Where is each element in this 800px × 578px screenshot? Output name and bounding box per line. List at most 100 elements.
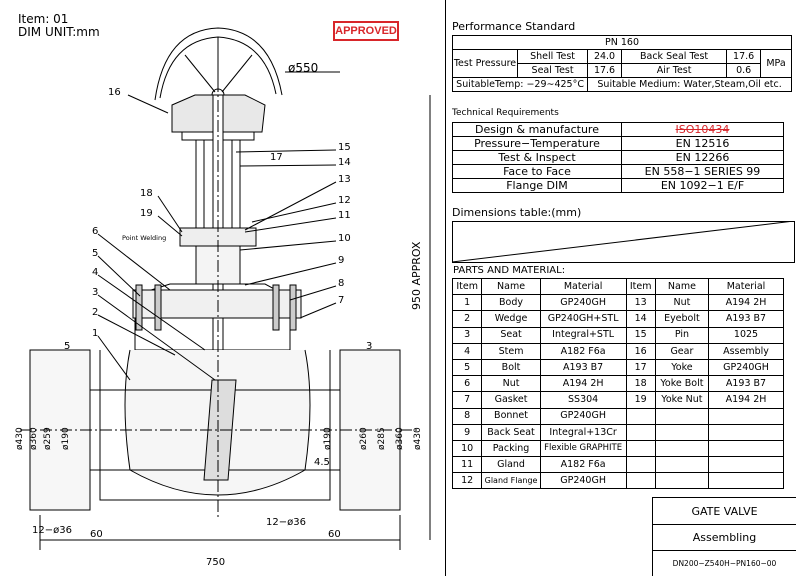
left-dim-label: ø190 — [61, 427, 71, 450]
parts-title: PARTS AND MATERIAL: — [453, 265, 566, 276]
parts-cell: Yoke Nut — [654, 391, 710, 409]
balloon-label: 17 — [270, 152, 283, 163]
handwheel-diameter-label: ø550 — [288, 61, 318, 75]
parts-cell: 4 — [451, 342, 483, 360]
technical-label: Face to Face — [452, 164, 622, 179]
parts-cell: Integral+13Cr — [539, 423, 627, 441]
right-dim-label: ø285 — [377, 427, 387, 450]
parts-cell: A193 B7 — [708, 375, 784, 393]
parts-cell — [708, 439, 784, 458]
flange-left-label: 60 — [90, 529, 103, 540]
parts-cell: A182 F6a — [539, 342, 627, 360]
parts-cell: Gland — [481, 456, 541, 474]
parts-cell: SS304 — [539, 391, 627, 409]
parts-cell: 2 — [451, 310, 483, 328]
parts-cell: GP240GH — [539, 407, 627, 425]
parts-cell: 7 — [451, 391, 483, 409]
parts-cell: Flexible GRAPHITE — [539, 439, 627, 458]
parts-cell — [708, 423, 784, 441]
parts-cell: Packing — [481, 439, 541, 458]
parts-cell — [654, 472, 710, 490]
parts-cell: 6 — [451, 375, 483, 393]
balloon-label: 8 — [338, 278, 344, 289]
back-seal-val-cell: 17.6 — [726, 49, 761, 64]
parts-cell: 3 — [451, 326, 483, 344]
technical-label: Flange DIM — [452, 178, 622, 193]
parts-header-cell: Name — [481, 277, 541, 296]
parts-cell: Body — [481, 294, 541, 312]
parts-cell — [708, 407, 784, 425]
shell-test-cell: Shell Test — [516, 49, 589, 64]
parts-cell: Assembly — [708, 342, 784, 360]
parts-cell — [625, 407, 656, 425]
left-dim-label: ø259 — [43, 427, 53, 450]
parts-cell: Back Seat — [481, 423, 541, 441]
parts-cell: 1 — [451, 294, 483, 312]
parts-cell: Stem — [481, 342, 541, 360]
parts-header-cell: Item — [451, 277, 483, 296]
balloon-label: 5 — [92, 248, 98, 259]
right-dim-label: ø190 — [323, 427, 333, 450]
technical-value: EN 558−1 SERIES 99 — [621, 164, 784, 179]
right-dim-label: ø430 — [413, 427, 423, 450]
dim-unit-label: DIM UNIT:mm — [18, 25, 100, 39]
test-pressure-cell: Test Pressure — [452, 49, 518, 78]
parts-cell — [625, 439, 656, 458]
air-val-cell: 0.6 — [726, 63, 761, 78]
parts-cell — [708, 472, 784, 490]
seal-test-cell: Seal Test — [516, 63, 589, 78]
parts-cell: 16 — [625, 342, 656, 360]
right-dim-label: ø260 — [359, 427, 369, 450]
technical-value: ISO10434 — [621, 122, 784, 137]
parts-cell: 11 — [451, 456, 483, 474]
parts-cell: 10 — [451, 439, 483, 458]
technical-value: EN 1092−1 E/F — [621, 178, 784, 193]
point-welding-label: Point Welding — [122, 234, 166, 242]
balloon-label: 19 — [140, 208, 153, 219]
dim-4-5-label: 4.5 — [314, 457, 330, 468]
left-dim-label: ø430 — [15, 427, 25, 450]
parts-cell: 12 — [451, 472, 483, 490]
parts-cell: 5 — [451, 358, 483, 377]
parts-cell — [625, 472, 656, 490]
parts-cell — [654, 439, 710, 458]
parts-cell: Nut — [654, 294, 710, 312]
technical-title: Technical Requirements — [452, 108, 559, 118]
parts-cell: Gasket — [481, 391, 541, 409]
parts-cell: A193 B7 — [708, 310, 784, 328]
parts-cell: GP240GH+STL — [539, 310, 627, 328]
parts-header-cell: Material — [539, 277, 627, 296]
sheet-frame — [445, 0, 799, 576]
left-dim-label: ø360 — [29, 427, 39, 450]
parts-cell — [625, 456, 656, 474]
parts-cell — [654, 423, 710, 441]
parts-cell: 8 — [451, 407, 483, 425]
parts-cell: A194 2H — [708, 391, 784, 409]
dim-3-label: 3 — [366, 341, 372, 352]
technical-value: EN 12266 — [621, 150, 784, 165]
balloon-label: 18 — [140, 188, 153, 199]
title-block: GATE VALVE Assembling DN200−Z540H−PN160−… — [652, 497, 796, 576]
parts-cell: Seat — [481, 326, 541, 344]
balloon-label: 15 — [338, 142, 351, 153]
balloon-label: 10 — [338, 233, 351, 244]
back-seal-test-cell: Back Seal Test — [620, 49, 728, 64]
parts-cell: Gear — [654, 342, 710, 360]
approved-stamp: APPROVED — [333, 21, 399, 41]
parts-cell — [708, 456, 784, 474]
parts-cell: Bonnet — [481, 407, 541, 425]
balloon-label: 9 — [338, 255, 344, 266]
title-name: GATE VALVE — [653, 498, 796, 525]
parts-cell — [625, 423, 656, 441]
